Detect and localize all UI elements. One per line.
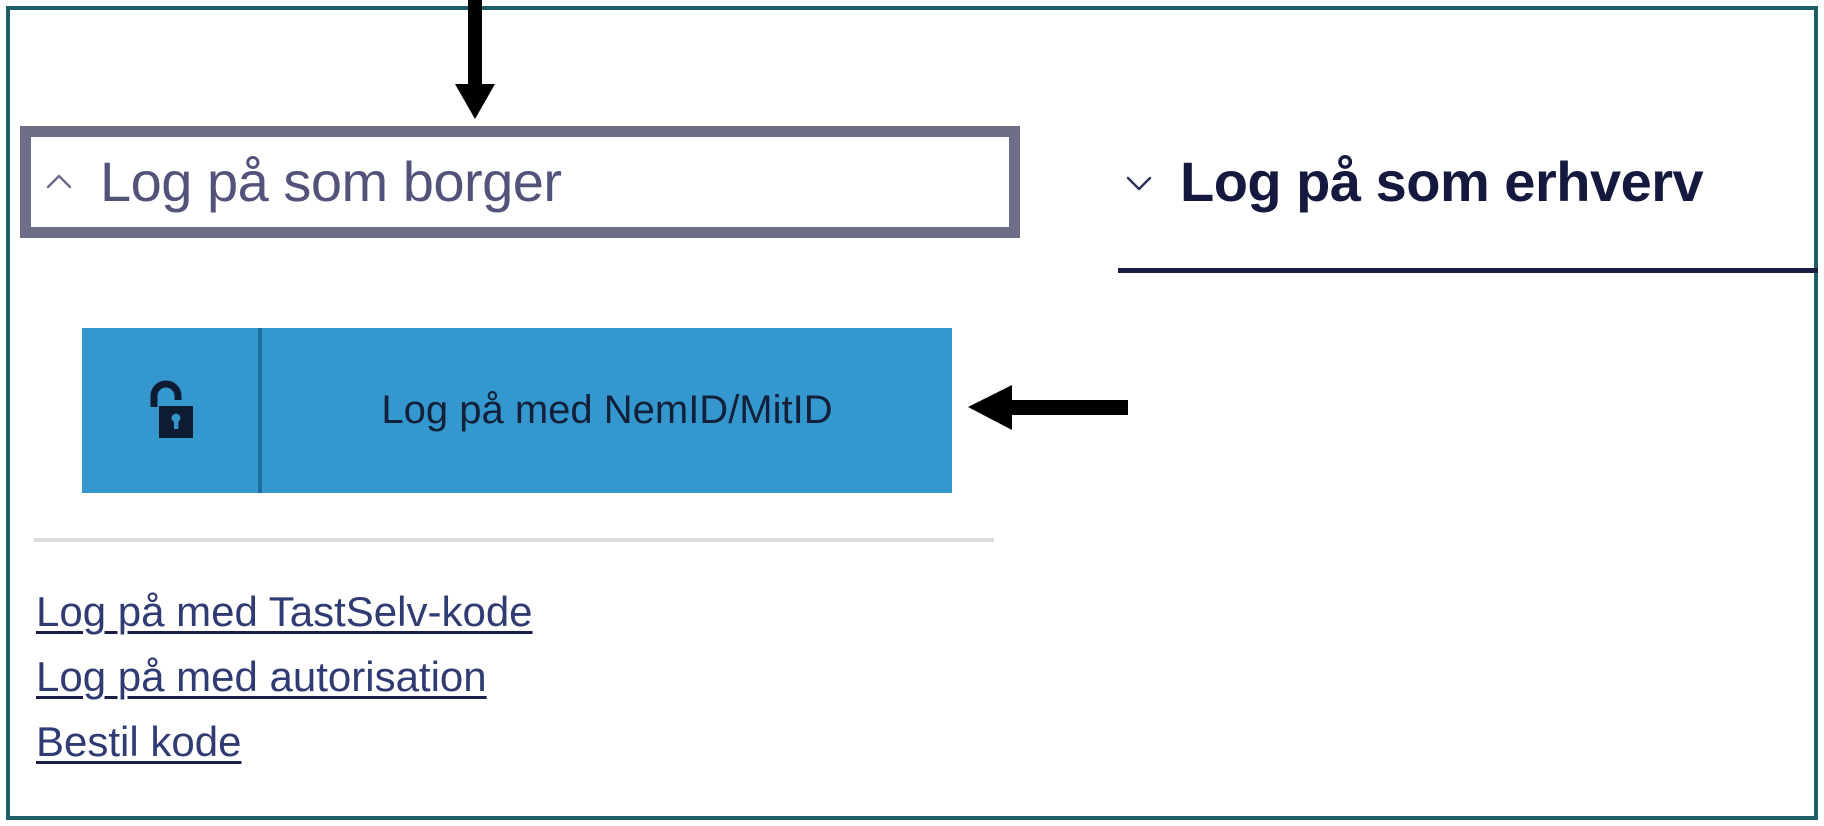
tab-log-paa-som-borger[interactable]: Log på som borger bbox=[36, 136, 996, 228]
secondary-links-list: Log på med TastSelv-kode Log på med auto… bbox=[36, 588, 936, 765]
tab-label-erhverv: Log på som erhverv bbox=[1180, 150, 1704, 213]
tab-label-borger: Log på som borger bbox=[100, 150, 562, 213]
link-bestil-kode[interactable]: Bestil kode bbox=[36, 718, 242, 766]
login-button-label: Log på med NemID/MitID bbox=[381, 388, 833, 432]
left-arrow-annotation bbox=[968, 385, 1128, 430]
tab-erhverv-underline bbox=[1118, 268, 1818, 273]
login-with-nemid-mitid-button[interactable]: Log på med NemID/MitID bbox=[82, 328, 952, 493]
chevron-up-icon bbox=[44, 167, 74, 197]
link-log-paa-med-autorisation[interactable]: Log på med autorisation bbox=[36, 653, 487, 701]
section-divider bbox=[34, 538, 994, 542]
tab-log-paa-som-erhverv[interactable]: Log på som erhverv bbox=[1118, 136, 1818, 228]
down-arrow-annotation bbox=[455, 0, 495, 120]
open-padlock-icon bbox=[82, 328, 262, 493]
tab-highlight-box bbox=[20, 126, 1020, 238]
link-log-paa-med-tastselv-kode[interactable]: Log på med TastSelv-kode bbox=[36, 588, 533, 635]
chevron-down-icon bbox=[1124, 167, 1154, 197]
